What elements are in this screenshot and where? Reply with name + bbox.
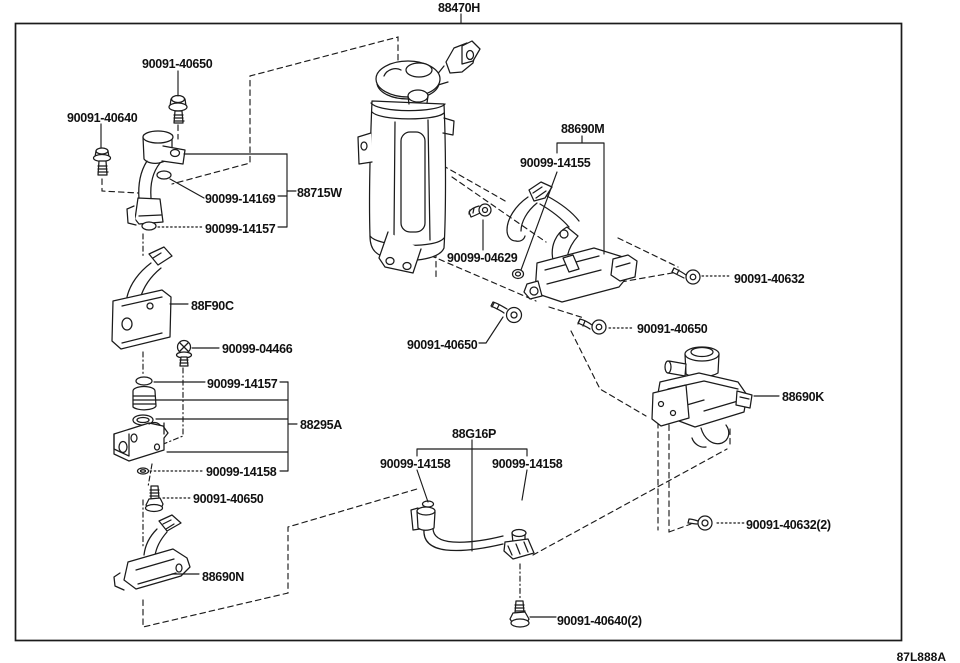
part-number-callouts: 88470H 90091-40650 90091-40640 90099-141…: [67, 1, 831, 628]
callout-88715w: 88715W: [297, 186, 342, 200]
callout-88690m: 88690M: [561, 122, 604, 136]
bolt-90091-40650-drawing: [490, 301, 523, 324]
callout-90091-40640: 90091-40640: [67, 111, 138, 125]
bolt-90091-40640-drawing: [509, 600, 530, 628]
callout-90091-40632-2: 90091-40632(2): [746, 518, 831, 532]
hose-90099-14155-drawing: [506, 181, 580, 242]
canister-module-drawing: [357, 40, 481, 274]
o-ring-drawing: [135, 376, 153, 386]
bolt-90091-40632-drawing: [671, 267, 701, 285]
diagram-border: [14, 22, 903, 642]
callout-90091-40650-c: 90091-40650: [637, 322, 708, 336]
callout-90091-40650-d: 90091-40650: [193, 492, 264, 506]
callout-90091-40632: 90091-40632: [734, 272, 805, 286]
screw-90091-40640-drawing: [92, 147, 112, 176]
bolt-90091-40650-drawing: [144, 485, 164, 513]
callout-90099-04466: 90099-04466: [222, 342, 293, 356]
pipe-88g16p-drawing: [410, 500, 535, 560]
screw-90099-04629-drawing: [468, 203, 492, 218]
bolt-90091-40632-2-drawing: [687, 515, 713, 531]
pipe-88715w-drawing: [126, 130, 186, 226]
callout-90099-14169: 90099-14169: [205, 192, 276, 206]
drawing-code: 87L888A: [897, 650, 947, 663]
callout-88690k: 88690K: [782, 390, 824, 404]
grommet-90099-14155-drawing: [511, 268, 525, 280]
o-ring-90099-14169-drawing: [156, 170, 172, 180]
callout-90091-40650-a: 90091-40650: [142, 57, 213, 71]
valve-88690k-drawing: [651, 346, 753, 448]
callout-90099-14157-b: 90099-14157: [207, 377, 278, 391]
callout-88f90c: 88F90C: [191, 299, 234, 313]
callout-90099-04629: 90099-04629: [447, 251, 518, 265]
callout-88690n: 88690N: [202, 570, 244, 584]
ribbed-bushing-drawing: [132, 385, 157, 411]
callout-90099-14158-c: 90099-14158: [206, 465, 277, 479]
o-ring-drawing: [132, 414, 154, 426]
screw-90099-04466-drawing: [175, 339, 193, 367]
callout-88295a: 88295A: [300, 418, 342, 432]
screw-90091-40650-drawing: [168, 94, 188, 124]
callout-90099-14158-l: 90099-14158: [380, 457, 451, 471]
bolt-90091-40650-drawing: [577, 318, 607, 335]
callout-90099-14157-a: 90099-14157: [205, 222, 276, 236]
callout-leader-lines: [100, 13, 780, 618]
callout-88g16p: 88G16P: [452, 427, 496, 441]
callout-90099-14158-r: 90099-14158: [492, 457, 563, 471]
valve-88690m-drawing: [523, 226, 638, 303]
o-ring-90099-14157-drawing: [141, 221, 157, 231]
valve-88f90c-drawing: [111, 246, 173, 350]
callout-90099-14155: 90099-14155: [520, 156, 591, 170]
block-88295a-drawing: [113, 422, 169, 462]
valve-88690n-drawing: [113, 514, 191, 591]
callout-90091-40640-2: 90091-40640(2): [557, 614, 642, 628]
o-ring-90099-14158-drawing: [136, 467, 150, 475]
callout-88470h: 88470H: [438, 1, 480, 15]
callout-90091-40650-b: 90091-40650: [407, 338, 478, 352]
